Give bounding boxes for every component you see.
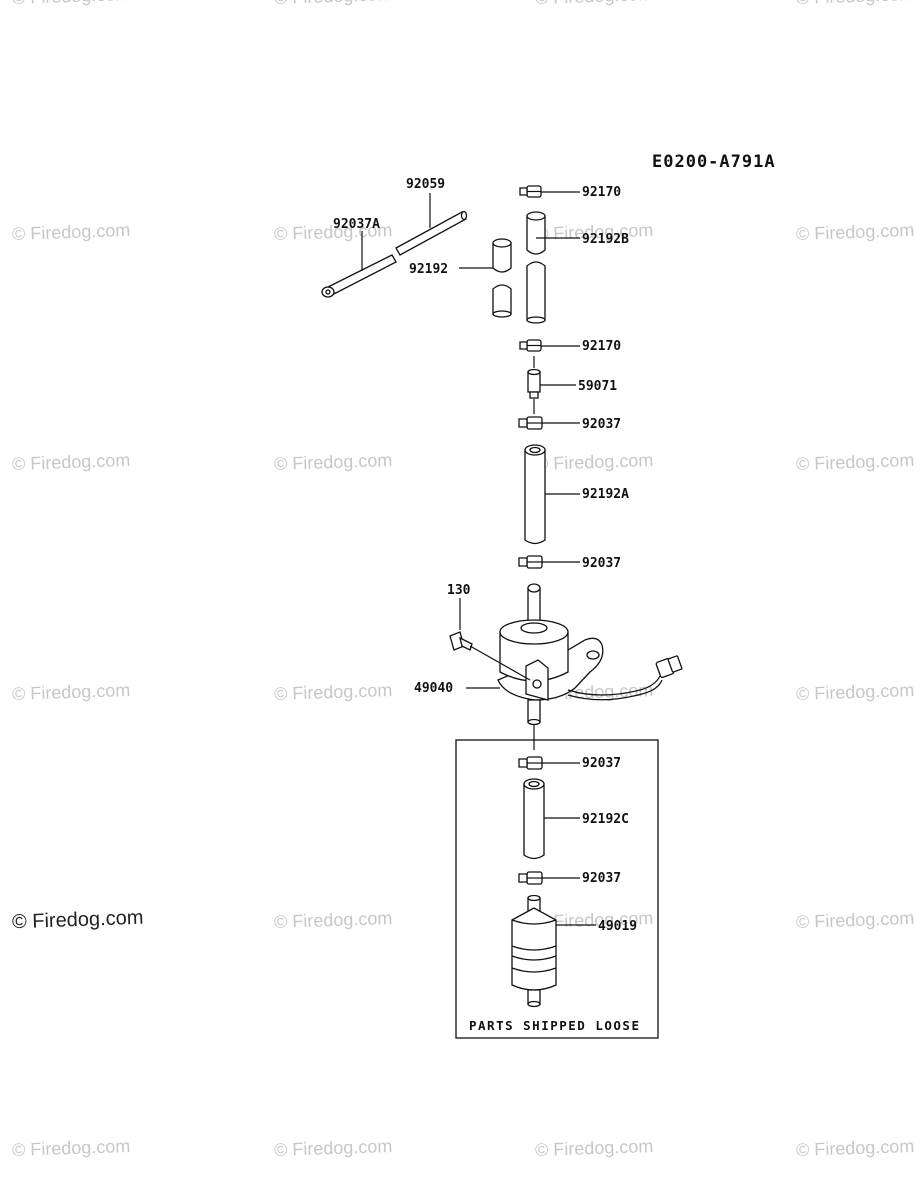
fitting-59071: [527, 368, 541, 399]
loose-parts-box: [455, 739, 659, 1039]
clamp-92170: [519, 185, 542, 198]
part-label: 92037: [582, 871, 621, 886]
part-label: 92037: [582, 556, 621, 571]
part-label: 92037: [582, 417, 621, 432]
part-label: 49040: [414, 681, 453, 696]
hose-92192: [492, 238, 512, 318]
leader-line: [469, 645, 531, 681]
clamp-92037: [518, 416, 543, 430]
clamp-92037: [518, 871, 543, 885]
part-label: 92192B: [582, 232, 629, 247]
rod-92059: [395, 210, 468, 256]
part-label: 130: [447, 583, 471, 598]
part-label: 49019: [598, 919, 637, 934]
box-caption: PARTS SHIPPED LOOSE: [469, 1018, 641, 1033]
hose-92192A: [524, 444, 546, 545]
clamp-92037: [518, 555, 543, 569]
part-label: 92170: [582, 185, 621, 200]
part-label: 92192: [409, 262, 448, 277]
part-label: 92037A: [333, 217, 380, 232]
rod-92037A: [321, 254, 397, 298]
fuel-pump-49040: [497, 583, 683, 726]
part-label: 92192A: [582, 487, 629, 502]
part-label: 59071: [578, 379, 617, 394]
clamp-92037: [518, 756, 543, 770]
hose-92192C: [523, 778, 545, 860]
diagram-id: E0200-A791A: [652, 152, 776, 172]
bolt-130: [449, 631, 473, 651]
clamp-92170: [519, 339, 542, 352]
fuel-filter-49019: [511, 894, 557, 1008]
part-label: 92037: [582, 756, 621, 771]
part-label: 92059: [406, 177, 445, 192]
part-label: 92192C: [582, 812, 629, 827]
hose-92192B: [526, 211, 546, 324]
part-label: 92170: [582, 339, 621, 354]
